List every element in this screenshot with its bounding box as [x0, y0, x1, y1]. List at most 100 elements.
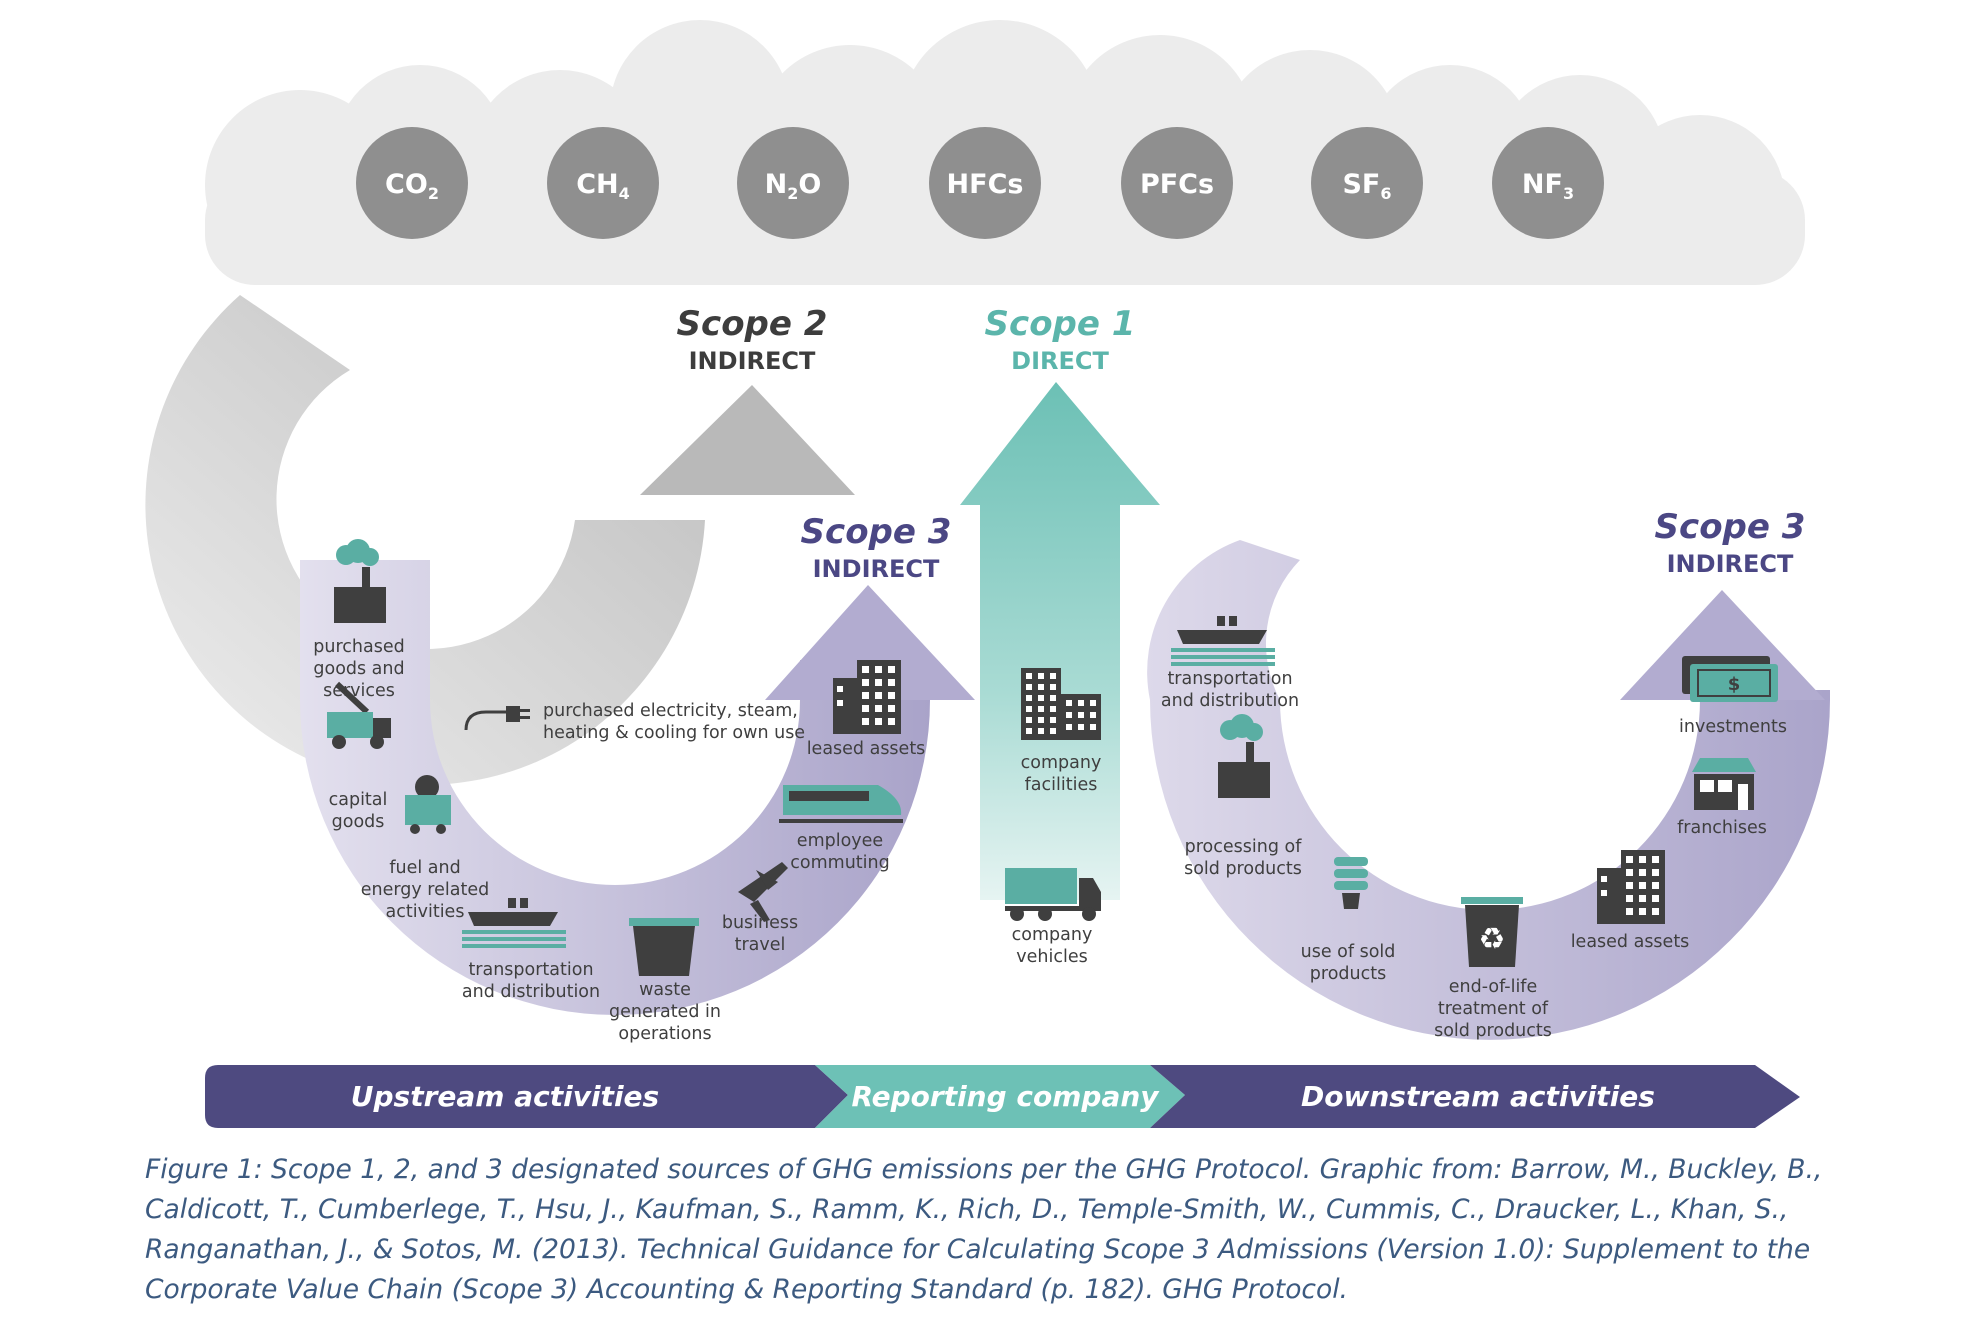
scope-subtitle: INDIRECT	[813, 555, 940, 583]
label-line: vehicles	[1016, 947, 1087, 967]
gas-label: NF3	[1522, 169, 1574, 203]
gas-label: SF6	[1342, 169, 1391, 203]
gas-label: N2O	[765, 169, 822, 203]
gas-formula: NF	[1522, 169, 1563, 200]
label-line: travel	[735, 935, 786, 955]
svg-text:♻: ♻	[1479, 922, 1506, 957]
scope3-upstream-arc	[300, 560, 975, 1015]
figure-caption: Figure 1: Scope 1, 2, and 3 designated s…	[145, 1154, 1823, 1305]
scope-title: Scope 1	[985, 304, 1136, 344]
svg-text:$: $	[1728, 674, 1741, 695]
scope2-arc	[145, 295, 855, 785]
ship-icon	[1171, 616, 1275, 666]
scope1-heading: Scope 1 DIRECT	[985, 304, 1136, 375]
label-line: transportation	[1167, 669, 1292, 689]
gas-2: CH4	[547, 127, 659, 239]
downstream-label-6: franchises	[1677, 818, 1767, 838]
gas-circle	[1311, 127, 1423, 239]
gas-subscript: 3	[1563, 184, 1574, 203]
scope-subtitle: DIRECT	[1011, 347, 1109, 375]
coal-cart-icon	[405, 775, 451, 834]
label-line: capital	[329, 790, 388, 810]
dumpster-icon	[629, 918, 699, 976]
gas-suffix: O	[798, 169, 821, 200]
gas-subscript: 2	[428, 184, 439, 203]
label-line: fuel and	[389, 858, 460, 878]
downstream-label-7: investments	[1679, 717, 1787, 737]
gas-circle	[1121, 127, 1233, 239]
gas-label: CO2	[385, 169, 439, 203]
scope-subtitle: INDIRECT	[689, 347, 816, 375]
building-icon	[833, 660, 901, 734]
gas-circle	[929, 127, 1041, 239]
label-line: leased assets	[807, 739, 926, 759]
value-chain-band: Upstream activities Reporting company Do…	[205, 1065, 1800, 1128]
label-line: operations	[618, 1024, 711, 1044]
label-line: transportation	[468, 960, 593, 980]
gas-circle	[1492, 127, 1604, 239]
gas-6: SF6	[1311, 127, 1423, 239]
gas-subscript: 2	[787, 184, 798, 203]
label-line: company	[1021, 753, 1102, 773]
gas-5: PFCs	[1121, 127, 1233, 239]
label-line: facilities	[1025, 775, 1098, 795]
factory-icon	[1218, 714, 1270, 798]
label-line: business	[722, 913, 798, 933]
ship-icon	[462, 898, 566, 948]
label-line: sold products	[1184, 859, 1302, 879]
label-line: treatment of	[1438, 999, 1549, 1019]
scope1-arrow	[960, 382, 1160, 900]
label-line: goods	[332, 812, 385, 832]
gas-1: CO2	[356, 127, 468, 239]
gas-3: N2O	[737, 127, 849, 239]
label-line: company	[1012, 925, 1093, 945]
upstream-label-8: leased assets	[807, 739, 926, 759]
buildings-icon	[1021, 668, 1101, 740]
lightbulb-icon	[1334, 857, 1368, 909]
label-line: franchises	[1677, 818, 1767, 838]
gas-formula: SF	[1342, 169, 1380, 200]
label-line: end-of-life	[1449, 977, 1537, 997]
crane-truck-icon	[327, 681, 391, 749]
label-line: heating & cooling for own use	[543, 723, 805, 743]
label-line: waste	[639, 980, 691, 1000]
gas-formula: N	[765, 169, 788, 200]
gas-circle	[737, 127, 849, 239]
label-line: employee	[797, 831, 883, 851]
gas-subscript: 4	[619, 184, 630, 203]
scope-title: Scope 3	[1655, 507, 1806, 547]
factory-icon	[334, 539, 386, 623]
label-line: leased assets	[1571, 932, 1690, 952]
gas-7: NF3	[1492, 127, 1604, 239]
activity-icons: ♻$	[327, 539, 1778, 976]
gas-label: CH4	[576, 169, 630, 203]
label-line: activities	[386, 902, 465, 922]
label-line: processing of	[1185, 837, 1303, 857]
gas-subscript: 6	[1380, 184, 1391, 203]
downstream-label-5: leased assets	[1571, 932, 1690, 952]
band-downstream-label: Downstream activities	[1301, 1080, 1655, 1113]
label-line: purchased	[313, 637, 404, 657]
gas-formula: PFCs	[1140, 169, 1214, 200]
gas-circle	[547, 127, 659, 239]
scope2-label: purchased electricity, steam,heating & c…	[543, 701, 805, 743]
airplane-icon	[738, 862, 788, 922]
label-line: goods and	[313, 659, 404, 679]
gas-formula: HFCs	[947, 169, 1024, 200]
